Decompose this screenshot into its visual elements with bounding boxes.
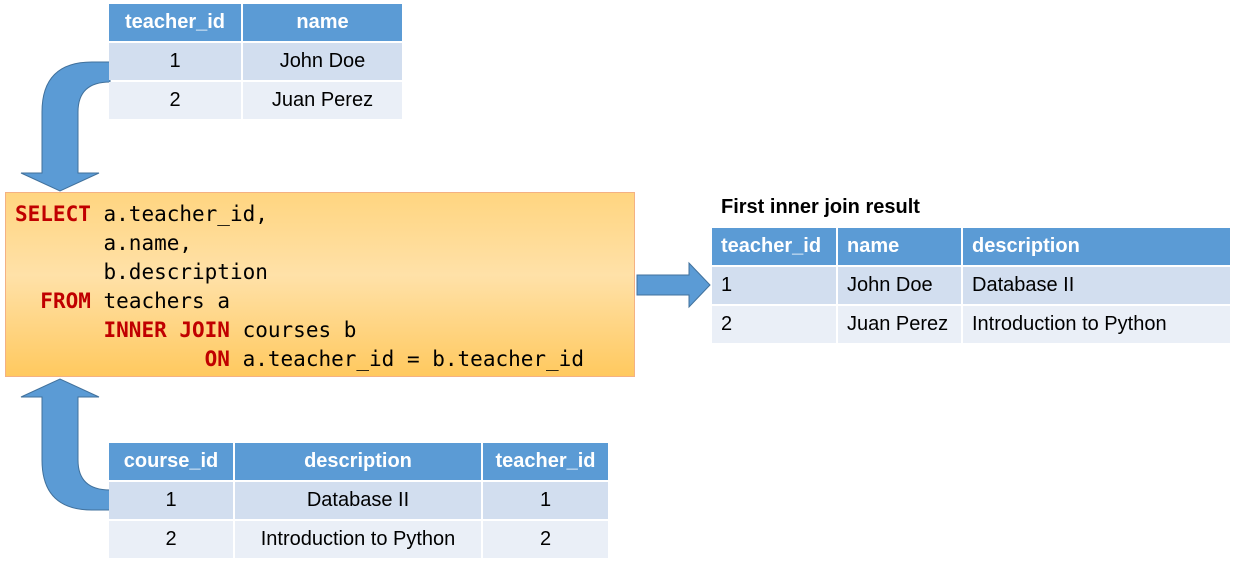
table-header-row: teacher_id name	[109, 4, 402, 41]
sql-join-condition: a.teacher_id = b.teacher_id	[242, 347, 584, 371]
sql-join-table: courses b	[242, 318, 357, 342]
result-table: teacher_id name description 1 John Doe D…	[710, 226, 1232, 345]
courses-table: course_id description teacher_id 1 Datab…	[107, 441, 610, 560]
sql-select-col-2: a.name,	[103, 231, 193, 255]
teachers-to-query-arrow	[20, 61, 111, 192]
course-description-cell: Database II	[235, 482, 481, 519]
course-teacher-id-cell: 2	[483, 521, 608, 558]
column-header-teacher-id: teacher_id	[109, 4, 241, 41]
teacher-id-cell: 2	[109, 82, 241, 119]
result-name-cell: John Doe	[838, 267, 961, 304]
table-row: 2 Juan Perez	[109, 82, 402, 119]
teacher-name-cell: Juan Perez	[243, 82, 402, 119]
result-description-cell: Database II	[963, 267, 1230, 304]
column-header-description: description	[963, 228, 1230, 265]
table-header-row: teacher_id name description	[712, 228, 1230, 265]
sql-keyword-inner-join: INNER JOIN	[103, 318, 230, 342]
sql-keyword-select: SELECT	[15, 202, 91, 226]
result-name-cell: Juan Perez	[838, 306, 961, 343]
column-header-name: name	[838, 228, 961, 265]
column-header-course-id: course_id	[109, 443, 233, 480]
sql-code: SELECT a.teacher_id, a.name, b.descripti…	[15, 200, 584, 374]
column-header-teacher-id: teacher_id	[483, 443, 608, 480]
course-id-cell: 2	[109, 521, 233, 558]
sql-from-table: teachers a	[103, 289, 230, 313]
result-teacher-id-cell: 1	[712, 267, 836, 304]
table-row: 2 Juan Perez Introduction to Python	[712, 306, 1230, 343]
course-teacher-id-cell: 1	[483, 482, 608, 519]
sql-select-col-1: a.teacher_id,	[103, 202, 268, 226]
table-row: 1 John Doe Database II	[712, 267, 1230, 304]
table-row: 1 Database II 1	[109, 482, 608, 519]
sql-select-col-3: b.description	[103, 260, 268, 284]
result-teacher-id-cell: 2	[712, 306, 836, 343]
sql-keyword-on: ON	[204, 347, 230, 371]
column-header-description: description	[235, 443, 481, 480]
course-id-cell: 1	[109, 482, 233, 519]
sql-query-box: SELECT a.teacher_id, a.name, b.descripti…	[5, 192, 635, 377]
teachers-table: teacher_id name 1 John Doe 2 Juan Perez	[107, 2, 404, 121]
query-to-result-arrow	[636, 261, 711, 309]
courses-to-query-arrow	[20, 378, 111, 511]
column-header-teacher-id: teacher_id	[712, 228, 836, 265]
teacher-name-cell: John Doe	[243, 43, 402, 80]
teacher-id-cell: 1	[109, 43, 241, 80]
table-row: 1 John Doe	[109, 43, 402, 80]
result-title: First inner join result	[721, 196, 920, 218]
result-description-cell: Introduction to Python	[963, 306, 1230, 343]
column-header-name: name	[243, 4, 402, 41]
table-row: 2 Introduction to Python 2	[109, 521, 608, 558]
course-description-cell: Introduction to Python	[235, 521, 481, 558]
table-header-row: course_id description teacher_id	[109, 443, 608, 480]
sql-keyword-from: FROM	[40, 289, 91, 313]
